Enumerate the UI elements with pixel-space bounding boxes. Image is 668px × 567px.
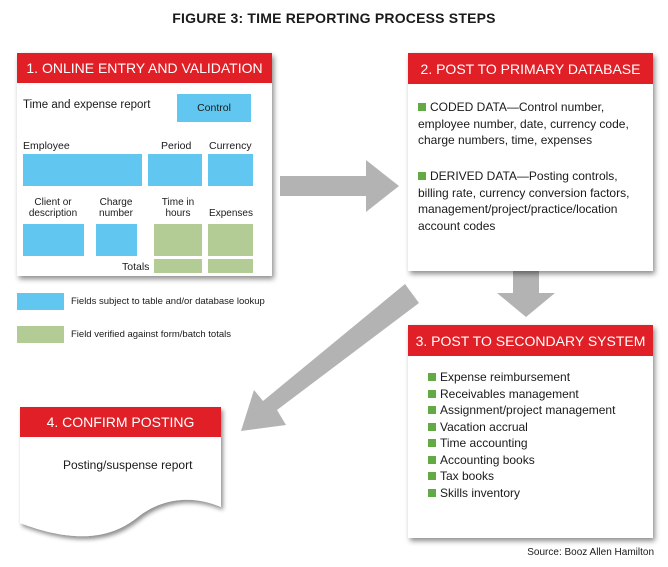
step4-document	[20, 407, 221, 537]
coded-data-text: CODED DATA—Control number, employee numb…	[418, 99, 650, 149]
report-label: Time and expense report	[23, 99, 151, 111]
bullet-icon	[428, 472, 436, 480]
arrow-step1-to-step2	[280, 160, 399, 212]
bullet-icon	[428, 389, 436, 398]
step1-box: 1. ONLINE ENTRY AND VALIDATION Time and …	[17, 53, 272, 276]
employee-label: Employee	[23, 140, 70, 152]
legend-blue-label: Fields subject to table and/or database …	[71, 296, 265, 307]
step3-header: 3. POST TO SECONDARY SYSTEM	[408, 325, 653, 356]
charge-field	[96, 224, 137, 256]
list-item: Skills inventory	[428, 485, 615, 502]
bullet-icon	[418, 103, 426, 111]
step2-box: 2. POST TO PRIMARY DATABASE CODED DATA—C…	[408, 53, 653, 271]
expenses-label: Expenses	[209, 208, 253, 219]
list-item: Receivables management	[428, 386, 615, 403]
currency-field	[208, 154, 253, 186]
source-note: Source: Booz Allen Hamilton	[527, 547, 654, 558]
derived-data: DERIVED DATA—Posting controls, billing r…	[418, 169, 630, 233]
step4-header: 4. CONFIRM POSTING	[46, 414, 195, 430]
time-total-field	[154, 259, 202, 273]
bullet-icon	[428, 488, 436, 497]
step2-header: 2. POST TO PRIMARY DATABASE	[408, 53, 653, 84]
expenses-total-field	[208, 259, 253, 273]
step1-header: 1. ONLINE ENTRY AND VALIDATION	[17, 53, 272, 83]
bullet-icon	[418, 172, 426, 180]
list-item: Vacation accrual	[428, 419, 615, 436]
list-item: Accounting books	[428, 452, 615, 469]
time-field	[154, 224, 202, 256]
period-label: Period	[161, 140, 192, 152]
derived-data-text: DERIVED DATA—Posting controls, billing r…	[418, 168, 650, 234]
list-item: Assignment/project management	[428, 402, 615, 419]
control-field	[177, 94, 251, 122]
bullet-icon	[428, 439, 436, 447]
expenses-field	[208, 224, 253, 256]
legend-blue-swatch	[17, 293, 64, 310]
time-label: Time in hours	[161, 197, 195, 219]
currency-label: Currency	[209, 140, 252, 152]
list-item: Tax books	[428, 468, 615, 485]
list-item: Time accounting	[428, 435, 615, 452]
client-label: Client or description	[28, 197, 78, 219]
step4-header-bg	[20, 407, 221, 437]
employee-field	[23, 154, 142, 186]
bullet-icon	[428, 422, 436, 431]
bullet-icon	[428, 373, 436, 381]
charge-label: Charge number	[99, 197, 133, 219]
totals-label: Totals	[122, 261, 150, 273]
arrow-step2-to-step3	[497, 262, 555, 317]
legend-green-swatch	[17, 326, 64, 343]
coded-data: CODED DATA—Control number, employee numb…	[418, 100, 629, 147]
arrow-step2-to-step4	[241, 284, 419, 431]
period-field	[148, 154, 202, 186]
control-label: Control	[197, 102, 231, 114]
legend-green-label: Field verified against form/batch totals	[71, 329, 231, 340]
step4-report-label: Posting/suspense report	[63, 458, 193, 472]
step3-list: Expense reimbursement Receivables manage…	[428, 369, 615, 501]
bullet-icon	[428, 455, 436, 464]
list-item: Expense reimbursement	[428, 369, 615, 386]
step3-box: 3. POST TO SECONDARY SYSTEM Expense reim…	[408, 325, 653, 538]
document-shape	[20, 407, 221, 537]
client-field	[23, 224, 84, 256]
bullet-icon	[428, 406, 436, 414]
figure-title: FIGURE 3: TIME REPORTING PROCESS STEPS	[172, 10, 496, 26]
